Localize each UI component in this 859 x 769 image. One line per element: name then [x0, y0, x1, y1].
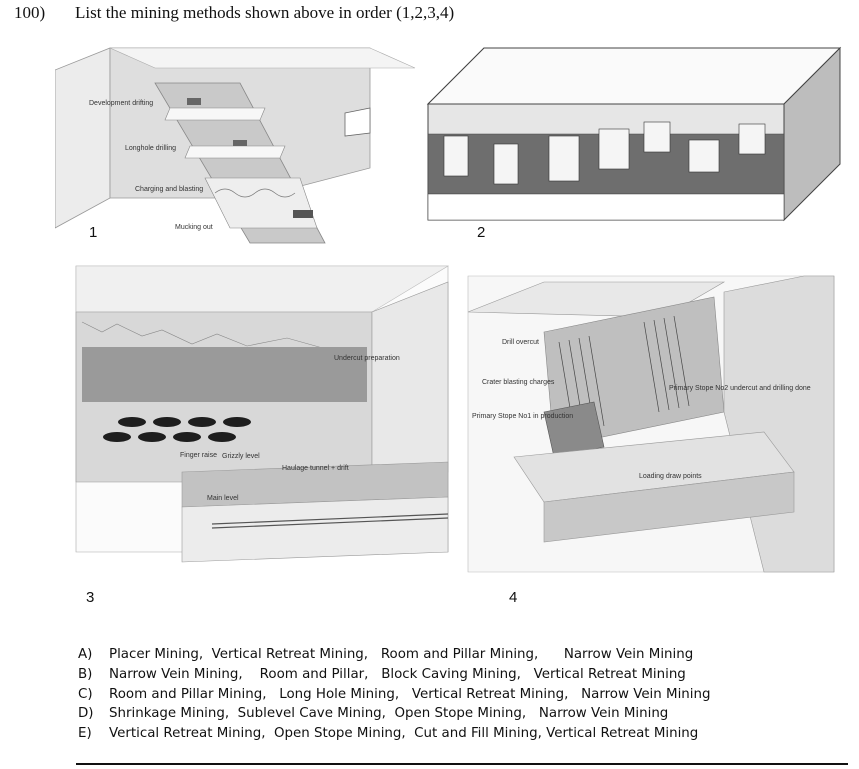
figure-1-label-mucking: Mucking out: [175, 224, 213, 231]
option-letter: A): [78, 647, 93, 662]
figure-4-label-loading: Loading draw points: [639, 473, 702, 480]
option-text: Placer Mining, Vertical Retreat Mining, …: [109, 647, 694, 662]
figure-3-label-grizzly: Grizzly level: [222, 453, 260, 460]
figure-1-label-longhole: Longhole drilling: [125, 145, 176, 152]
option-letter: C): [78, 686, 93, 702]
answer-options: A) Placer Mining, Vertical Retreat Minin…: [78, 645, 711, 744]
figure-1-number: 1: [89, 224, 98, 241]
figure-3-label-main: Main level: [207, 495, 239, 502]
figure-4-label-drill-overcut: Drill overcut: [502, 339, 539, 346]
option-letter: B): [78, 666, 93, 682]
option-c[interactable]: C) Room and Pillar Mining, Long Hole Min…: [78, 685, 711, 705]
figure-4-label-crater: Crater blasting charges: [482, 379, 555, 386]
option-letter: D): [78, 706, 94, 722]
question-text: List the mining methods shown above in o…: [75, 3, 455, 22]
question-number: 100): [14, 3, 46, 22]
option-text: Room and Pillar Mining, Long Hole Mining…: [109, 686, 711, 702]
figure-1-label-development: Development drifting: [89, 100, 153, 107]
option-text: Shrinkage Mining, Sublevel Cave Mining, …: [109, 706, 669, 722]
figure-4-label-primary-1: Primary Stope No1 in production: [472, 413, 573, 420]
figure-3-number: 3: [86, 589, 95, 606]
option-e[interactable]: E) Vertical Retreat Mining, Open Stope M…: [78, 724, 711, 744]
figure-4-number: 4: [509, 589, 518, 606]
figure-1-illustration: Development drifting Longhole drilling C…: [55, 28, 425, 248]
bottom-divider: [76, 763, 848, 765]
figure-3-label-finger: Finger raise: [180, 452, 217, 459]
option-d[interactable]: D) Shrinkage Mining, Sublevel Cave Minin…: [78, 704, 711, 724]
figure-2-illustration: [424, 44, 844, 244]
figure-3-label-undercut: Undercut preparation: [334, 355, 400, 362]
figure-4-label-primary-2: Primary Stope No2 undercut and drilling …: [669, 385, 811, 392]
figure-2-number: 2: [477, 224, 486, 241]
option-b[interactable]: B) Narrow Vein Mining, Room and Pillar, …: [78, 665, 711, 685]
option-text: Vertical Retreat Mining, Open Stope Mini…: [109, 726, 699, 742]
option-text: Narrow Vein Mining, Room and Pillar, Blo…: [109, 666, 686, 682]
figure-3-illustration: Undercut preparation Finger raise Grizzl…: [72, 262, 452, 582]
figure-3-label-haulage: Haulage tunnel + drift: [282, 465, 349, 472]
option-letter: E): [78, 726, 92, 742]
figure-1-label-charging: Charging and blasting: [135, 186, 203, 193]
figure-4-illustration: Drill overcut Crater blasting charges Pr…: [464, 272, 838, 582]
option-a[interactable]: A) Placer Mining, Vertical Retreat Minin…: [78, 645, 711, 665]
